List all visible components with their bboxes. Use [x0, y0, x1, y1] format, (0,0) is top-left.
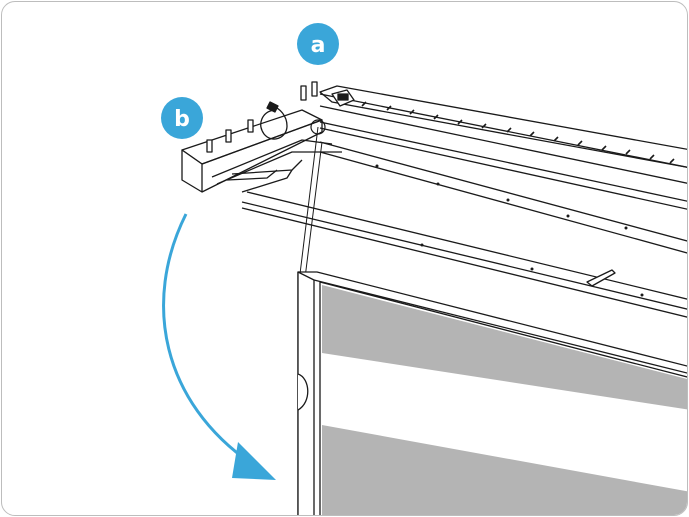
callout-a: a	[297, 23, 339, 65]
end-cap-inner-5	[226, 169, 278, 181]
lowered-panel	[297, 271, 687, 515]
panel-inner-frame	[319, 281, 687, 515]
power-cable	[260, 105, 288, 140]
rail-line-2	[319, 105, 687, 184]
rail-screws	[375, 164, 644, 297]
rail-clips	[361, 101, 675, 164]
callout-b: b	[161, 97, 203, 139]
diffuser-stripe-bottom	[322, 425, 687, 515]
bracket-detail	[337, 93, 349, 101]
panel-notch	[297, 373, 309, 411]
mounting-studs	[206, 81, 318, 153]
rail-line-3	[319, 121, 687, 202]
rail-line-6	[319, 151, 687, 254]
callout-a-label: a	[311, 33, 326, 58]
arrow-head	[232, 442, 276, 480]
hanging-wire-2	[304, 141, 323, 279]
frame-top-face	[319, 85, 687, 168]
rotation-arrow	[162, 213, 276, 480]
rail-line-5	[319, 141, 687, 242]
callout-b-badge	[161, 97, 203, 139]
rail-line-8	[241, 201, 687, 310]
ceiling-frame	[181, 81, 687, 318]
hanging-wire	[299, 126, 319, 275]
cable-plug	[266, 101, 279, 113]
arrow-curve	[162, 213, 253, 466]
end-cap-top	[181, 109, 323, 165]
panel-top-edge	[313, 279, 687, 374]
end-cap-inner-4	[241, 169, 293, 193]
rail-line-7	[246, 191, 687, 300]
safety-tether	[586, 269, 616, 287]
rail-line-9	[241, 207, 687, 318]
rail-line-4	[319, 127, 687, 210]
end-cap-side	[201, 119, 323, 193]
diffuser-stripe-top	[322, 285, 687, 410]
callout-a-badge	[297, 23, 339, 65]
pivot-circle	[310, 119, 326, 135]
callout-b-label: b	[174, 107, 190, 132]
rail-line-1	[319, 93, 687, 168]
